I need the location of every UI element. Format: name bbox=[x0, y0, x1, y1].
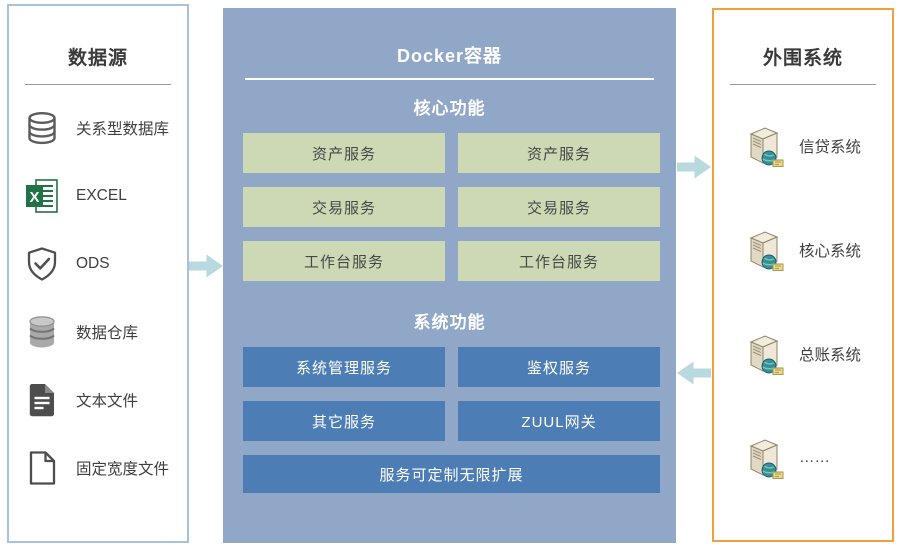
list-item-more-systems: …… bbox=[714, 406, 892, 510]
list-item-text-file: 文本文件 bbox=[9, 366, 187, 434]
text-file-icon bbox=[23, 381, 61, 419]
list-item-ods: ODS bbox=[9, 230, 187, 298]
title-divider bbox=[25, 84, 171, 85]
service-box: 其它服务 bbox=[243, 401, 445, 441]
list-item-credit-system: 信贷系统 bbox=[714, 94, 892, 198]
external-systems-list: 信贷系统 核心系统 总账系统 …… bbox=[714, 94, 892, 510]
list-item-relational-db: 关系型数据库 bbox=[9, 94, 187, 162]
arrow-right-icon bbox=[189, 252, 223, 280]
shield-check-icon bbox=[23, 245, 61, 283]
service-box: 系统管理服务 bbox=[243, 347, 445, 387]
arrow-right-icon bbox=[677, 153, 711, 181]
data-sources-list: 关系型数据库 X EXCEL ODS 数据仓库 文本文件 bbox=[9, 94, 187, 502]
title-divider bbox=[730, 84, 876, 85]
data-sources-panel: 数据源 关系型数据库 X EXCEL ODS 数据仓库 bbox=[7, 4, 189, 543]
docker-panel-title: Docker容器 bbox=[396, 46, 503, 66]
list-item-label: ODS bbox=[76, 255, 110, 272]
external-systems-panel: 外围系统 信贷系统 核心系统 总账系统 …… bbox=[712, 8, 894, 542]
server-icon bbox=[741, 331, 785, 377]
list-item-fixed-width-file: 固定宽度文件 bbox=[9, 434, 187, 502]
service-box: 资产服务 bbox=[243, 133, 445, 173]
excel-icon: X bbox=[23, 177, 61, 215]
server-icon bbox=[741, 435, 785, 481]
external-systems-title: 外围系统 bbox=[762, 48, 843, 69]
server-icon bbox=[741, 227, 785, 273]
docker-container-panel: Docker容器 核心功能 资产服务 资产服务 交易服务 交易服务 工作台服务 … bbox=[223, 8, 676, 543]
core-functions-heading: 核心功能 bbox=[413, 99, 486, 118]
arrow-left-icon bbox=[677, 359, 711, 387]
list-item-core-system: 核心系统 bbox=[714, 198, 892, 302]
list-item-label: 固定宽度文件 bbox=[76, 461, 170, 478]
list-item-label: …… bbox=[799, 449, 830, 466]
list-item-label: 信贷系统 bbox=[799, 139, 862, 156]
blank-file-icon bbox=[23, 449, 61, 487]
service-box: 资产服务 bbox=[458, 133, 660, 173]
list-item-label: 数据仓库 bbox=[76, 325, 139, 342]
database-icon bbox=[23, 109, 61, 147]
list-item-warehouse: 数据仓库 bbox=[9, 298, 187, 366]
list-item-label: 核心系统 bbox=[799, 243, 862, 260]
service-box: 工作台服务 bbox=[458, 241, 660, 281]
system-functions-heading: 系统功能 bbox=[413, 313, 486, 332]
list-item-label: EXCEL bbox=[76, 187, 127, 204]
service-box: 鉴权服务 bbox=[458, 347, 660, 387]
data-sources-title: 数据源 bbox=[67, 48, 128, 69]
service-box: 交易服务 bbox=[243, 187, 445, 227]
service-box: 交易服务 bbox=[458, 187, 660, 227]
list-item-ledger-system: 总账系统 bbox=[714, 302, 892, 406]
svg-text:X: X bbox=[29, 189, 39, 206]
system-services-grid: 系统管理服务 鉴权服务 其它服务 ZUUL网关 bbox=[243, 347, 660, 441]
title-divider bbox=[245, 78, 654, 80]
list-item-label: 关系型数据库 bbox=[76, 121, 170, 138]
server-icon bbox=[741, 123, 785, 169]
warehouse-icon bbox=[23, 313, 61, 351]
extensible-services-box: 服务可定制无限扩展 bbox=[243, 455, 660, 493]
service-box: ZUUL网关 bbox=[458, 401, 660, 441]
list-item-label: 总账系统 bbox=[799, 347, 862, 364]
service-box: 工作台服务 bbox=[243, 241, 445, 281]
list-item-label: 文本文件 bbox=[76, 393, 139, 410]
core-services-grid: 资产服务 资产服务 交易服务 交易服务 工作台服务 工作台服务 bbox=[243, 133, 660, 281]
list-item-excel: X EXCEL bbox=[9, 162, 187, 230]
